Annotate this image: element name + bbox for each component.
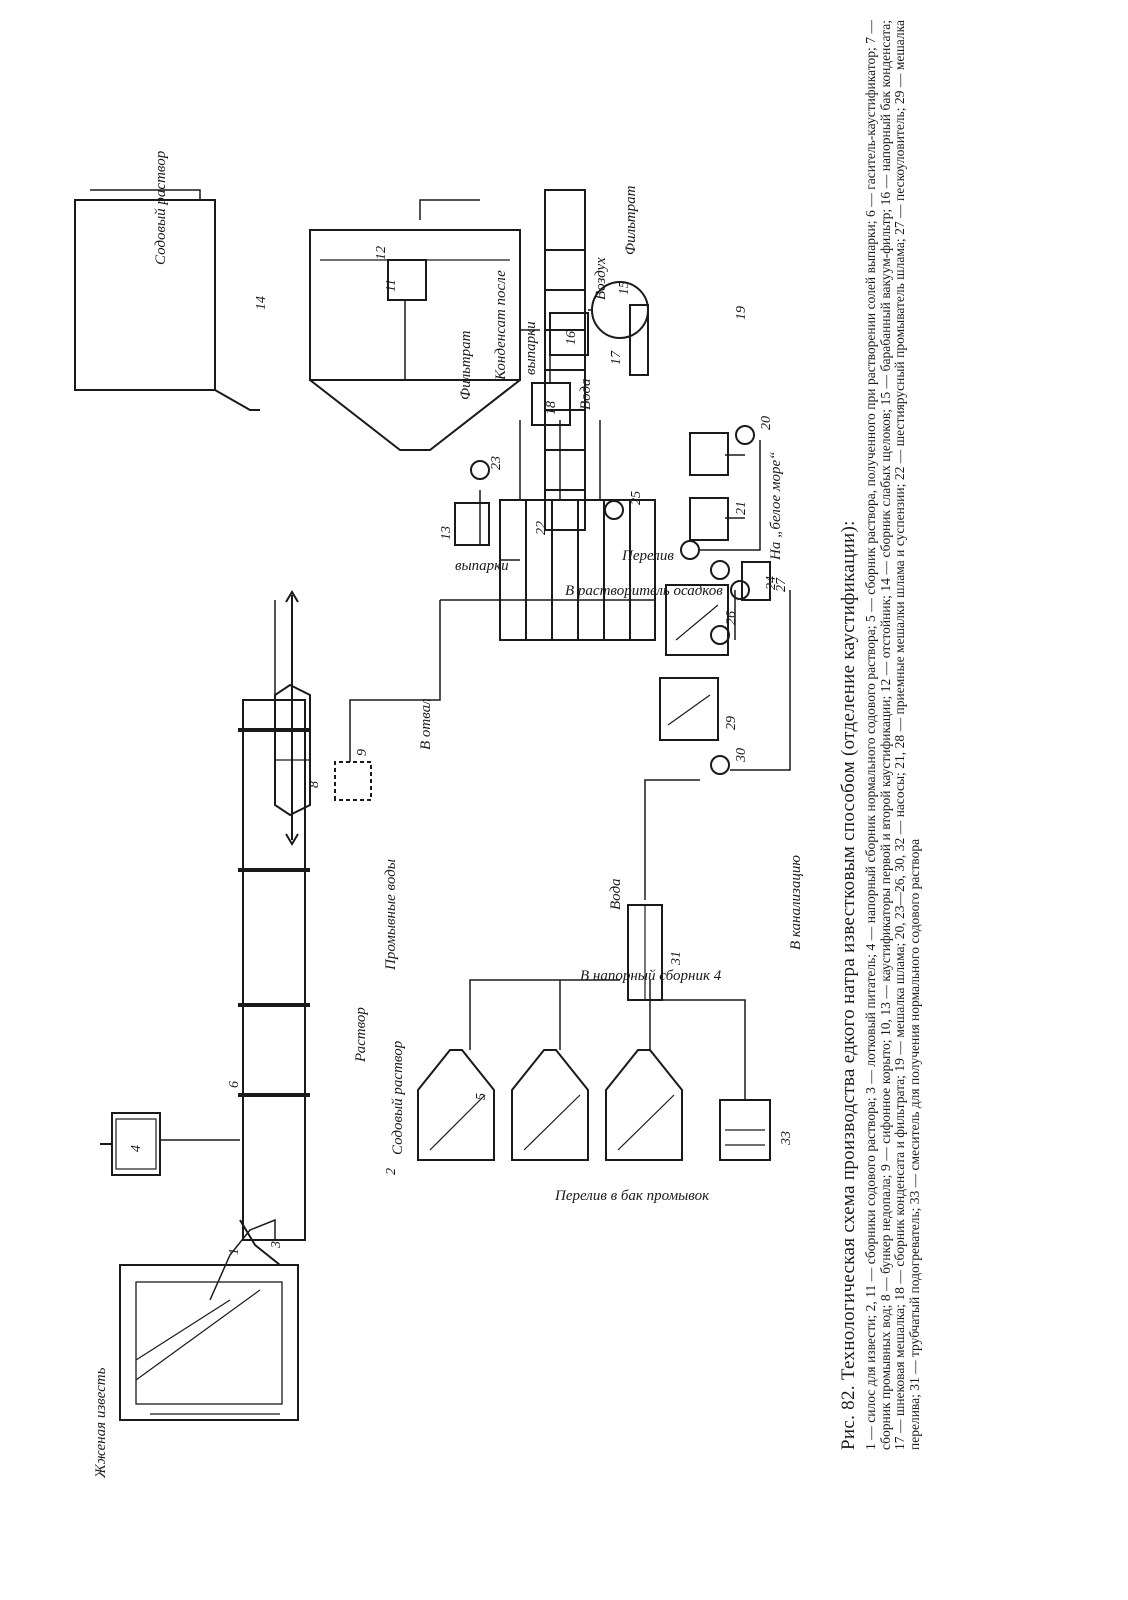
- pump-26: [710, 625, 730, 645]
- num-22: 22: [534, 521, 549, 535]
- caption-title: Рис. 82. Технологическая схема производс…: [838, 520, 859, 1450]
- trough-feeder: [209, 1218, 276, 1301]
- condensate-filtrate-collector: [531, 382, 571, 426]
- tank-5: [511, 1049, 589, 1161]
- num-15: 15: [617, 281, 632, 295]
- label-to-dump: В отвал: [418, 698, 434, 750]
- num-8: 8: [307, 781, 322, 788]
- num-20: 20: [759, 416, 774, 430]
- tube-bank: [544, 189, 586, 531]
- num-1: 1: [227, 1248, 242, 1255]
- label-evaporation-2: выпарки: [523, 321, 539, 375]
- tubular-heater: [627, 904, 663, 1001]
- num-21: 21: [734, 501, 749, 515]
- caption-legend: 1 — силос для извести; 2, 11 — сборники …: [863, 20, 922, 1450]
- num-19: 19: [734, 306, 749, 320]
- label-to-white-sea: На „белое море“: [768, 452, 784, 561]
- screw-mixer: [629, 304, 649, 376]
- num-24: 24: [764, 576, 779, 590]
- label-overflow: Перелив: [621, 548, 674, 564]
- label-water-1: Вода: [608, 878, 624, 910]
- num-12: 12: [374, 246, 389, 260]
- condensate-tank: [549, 312, 589, 356]
- pump-20: [735, 425, 755, 445]
- num-2: 2: [384, 1168, 399, 1175]
- causticizer-13: [454, 502, 490, 546]
- siphon-trough: [334, 761, 372, 801]
- num-9: 9: [355, 749, 370, 756]
- num-29: 29: [724, 716, 739, 730]
- num-11: 11: [384, 279, 399, 292]
- num-18: 18: [544, 401, 559, 415]
- lime-silo: [119, 1219, 299, 1421]
- label-filtrate-2: Фильтрат: [623, 185, 639, 255]
- num-13: 13: [439, 526, 454, 540]
- num-3: 3: [269, 1241, 284, 1249]
- num-26: 26: [724, 611, 739, 625]
- label-to-sewer: В канализацию: [788, 855, 804, 950]
- num-25: 25: [629, 491, 644, 505]
- num-6: 6: [227, 1081, 242, 1088]
- pressure-tank: [100, 1112, 161, 1176]
- six-tier-washer: [499, 499, 656, 641]
- figure-caption: Рис. 82. Технологическая схема производс…: [838, 20, 922, 1450]
- slurry-mixer-19: [689, 432, 729, 476]
- label-to-sediment-dissolver: В растворитель осадков: [565, 583, 723, 599]
- num-33: 33: [779, 1131, 794, 1146]
- label-soda-solution-2: Содовый раствор: [153, 150, 169, 265]
- pump-23: [470, 460, 490, 480]
- overflow-mixer: [659, 677, 719, 741]
- num-30: 30: [734, 748, 749, 763]
- num-27: 27: [774, 577, 789, 592]
- label-burnt-lime: Жженая известь: [93, 1367, 109, 1479]
- slurry-mixer-21: [689, 497, 729, 541]
- label-overflow-to-wash-tank: Перелив в бак промывок: [554, 1188, 710, 1204]
- num-4: 4: [129, 1145, 144, 1152]
- label-to-pressure-collector: В напорный сборник 4: [580, 968, 722, 984]
- label-soda-solution: Содовый раствор: [390, 1040, 406, 1155]
- num-31: 31: [669, 951, 684, 966]
- label-condensate-after: Конденсат после: [493, 270, 509, 381]
- tank-2: [417, 1049, 495, 1161]
- weak-liquor-collector: [74, 199, 260, 411]
- num-5: 5: [474, 1093, 489, 1100]
- label-wash-waters: Промывные воды: [383, 859, 399, 971]
- label-filtrate-1: Фильтрат: [458, 330, 474, 400]
- num-23: 23: [489, 456, 504, 470]
- label-water-2: Вода: [578, 378, 594, 410]
- causticizer-10: [665, 584, 729, 656]
- label-air: Воздух: [593, 257, 609, 300]
- num-14: 14: [254, 296, 269, 310]
- num-16: 16: [564, 331, 579, 345]
- label-evaporation: выпарки: [455, 558, 509, 574]
- num-17: 17: [609, 350, 624, 365]
- settler: [309, 229, 521, 451]
- label-solution: Раствор: [353, 1007, 369, 1063]
- pump-30: [710, 755, 730, 775]
- piping: [90, 189, 791, 1141]
